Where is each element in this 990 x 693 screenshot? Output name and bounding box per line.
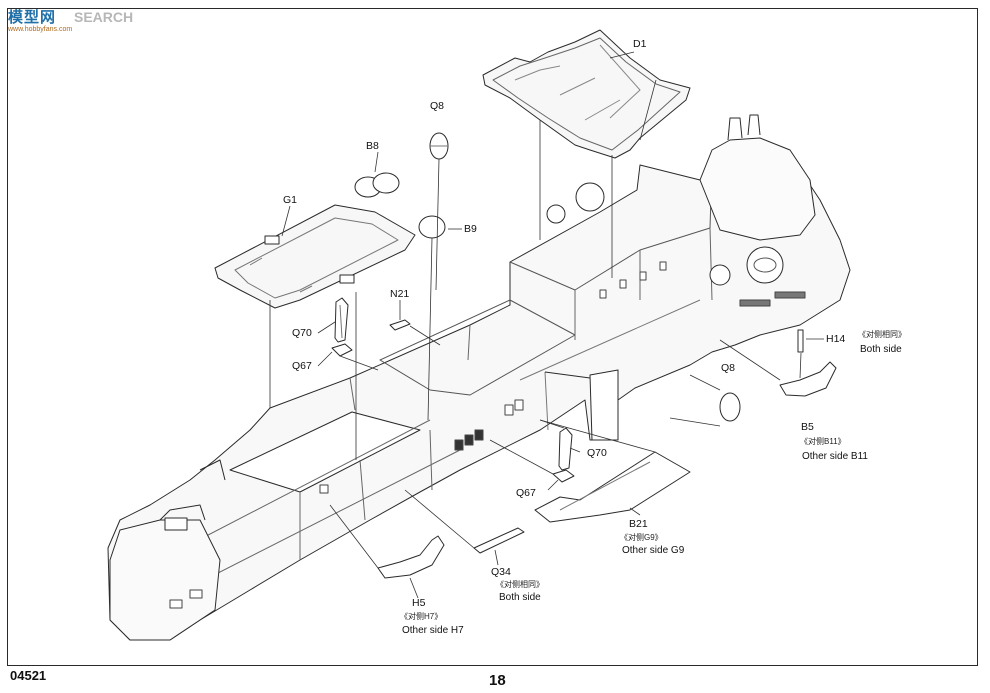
- product-code: 04521: [10, 668, 47, 683]
- hull-shape: [107, 114, 851, 641]
- page-frame: [7, 8, 978, 666]
- label-q70-right: Q70: [587, 447, 607, 459]
- part-h14-shape: [797, 329, 804, 353]
- part-b9-shape: [418, 215, 446, 239]
- page-number: 18: [489, 672, 506, 689]
- label-h5: H5: [412, 597, 426, 609]
- part-q70-left-shape: [334, 297, 349, 343]
- part-q67-right-shape: [552, 469, 575, 483]
- label-q8-top: Q8: [430, 100, 445, 112]
- label-g1: G1: [283, 194, 298, 206]
- label-q70-left: Q70: [292, 327, 312, 339]
- part-n21-shape: [389, 319, 411, 331]
- part-b5-shape: [779, 361, 837, 397]
- label-q34-note: Both side: [499, 592, 541, 603]
- watermark-chinese: 模型网: [8, 9, 57, 26]
- part-d1-shape: [482, 29, 691, 159]
- label-q8-right: Q8: [721, 362, 736, 374]
- label-h14: H14: [826, 333, 846, 345]
- label-n21: N21: [390, 288, 410, 300]
- part-g1-shape: [214, 204, 416, 309]
- part-q70-right-shape: [558, 427, 573, 471]
- part-q67-left-shape: [331, 343, 353, 357]
- label-h14-cn: 《对侧相同》: [858, 330, 906, 339]
- label-d1: D1: [633, 38, 647, 50]
- label-b9: B9: [464, 223, 477, 235]
- label-q67-left: Q67: [292, 360, 312, 372]
- part-q8-top-shape: [429, 132, 449, 160]
- label-b5-note: Other side B11: [802, 451, 868, 462]
- label-b21: B21: [629, 518, 648, 530]
- label-q34: Q34: [491, 566, 511, 578]
- part-q8-right-shape: [719, 392, 741, 422]
- part-b21-shape: [534, 451, 691, 523]
- label-h14-note: Both side: [860, 344, 902, 355]
- label-b5: B5: [801, 421, 814, 433]
- guide-lines: [269, 51, 824, 599]
- watermark-logo: 模型网 SEARCH www.hobbyfans.com: [4, 4, 164, 40]
- label-b5-cn: 《对侧B11》: [800, 437, 846, 446]
- part-b8-shape: [354, 172, 400, 198]
- label-q67-right: Q67: [516, 487, 536, 499]
- label-b21-cn: 《对侧G9》: [620, 533, 663, 542]
- label-b8: B8: [366, 140, 379, 152]
- label-h5-cn: 《对侧H7》: [400, 612, 443, 621]
- label-b21-note: Other side G9: [622, 545, 685, 556]
- label-h5-note: Other side H7: [402, 625, 464, 636]
- part-q34-shape: [473, 527, 525, 554]
- watermark-english: SEARCH: [74, 9, 134, 25]
- part-h5-shape: [377, 535, 445, 579]
- label-q34-cn: 《对侧相同》: [496, 580, 544, 589]
- watermark-url: www.hobbyfans.com: [8, 26, 73, 33]
